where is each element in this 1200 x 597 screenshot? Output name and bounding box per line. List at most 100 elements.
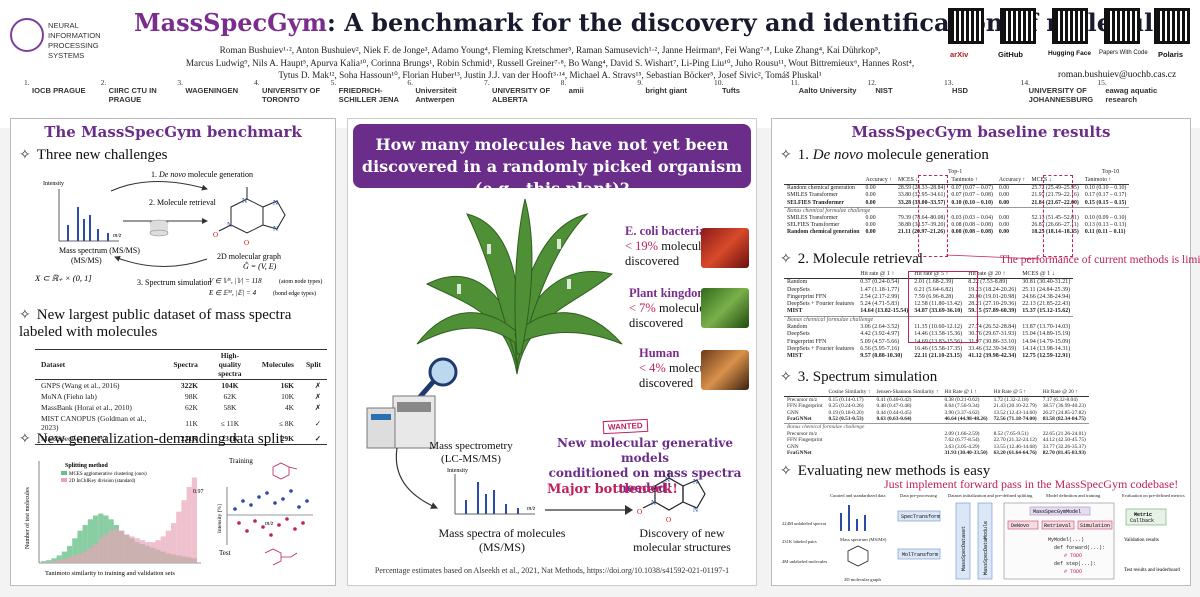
caffeine-molecule-mid: N N N N O O xyxy=(637,470,706,524)
table-cell: 8.22 (7.53-8.89) xyxy=(968,279,1008,286)
column-header: Hit Rate @ 1 ↑ xyxy=(944,389,977,395)
scatter-point xyxy=(241,499,245,503)
hit-rate-highlight-box xyxy=(908,271,978,343)
column-header: MCES @ 1 ↓ xyxy=(1022,271,1055,277)
hist-bar-inchikey xyxy=(77,553,83,563)
plant-image xyxy=(701,288,749,328)
table-cell: GNN xyxy=(787,443,799,450)
table-cell: 7.59 (6.96-8.28) xyxy=(914,293,954,300)
spectrum-math: X ⊂ ℝ₊ × (0, 1] xyxy=(34,273,92,283)
challenge-2-label: 2. Molecule retrieval xyxy=(149,198,217,207)
table-cell: 30.76 (29.67-31.93) xyxy=(968,331,1017,338)
polaris-label: Polaris xyxy=(1158,50,1184,59)
svg-text:N: N xyxy=(651,499,656,507)
table-cell: 0.63 (0.63-0.64) xyxy=(876,416,912,423)
table-header-row: Dataset Spectra High-quality spectra Mol… xyxy=(35,349,327,380)
hist-bar-mces xyxy=(41,561,47,563)
footnote: Percentage estimates based on Alseekh et… xyxy=(374,566,730,575)
table-cell: 0.00 xyxy=(998,229,1010,236)
accuracy-highlight-box xyxy=(918,175,948,257)
pipeline-diagram: Curated and standardized data Data pre-p… xyxy=(782,493,1185,582)
table-cell: 1.72 (1.32-2.18) xyxy=(993,396,1029,403)
column-header xyxy=(784,177,862,185)
scatter-point xyxy=(273,501,277,505)
test-molecule xyxy=(264,548,298,566)
hist-bar-mces xyxy=(77,530,83,563)
poster-header: NEURAL INFORMATION PROCESSING SYSTEMS Ma… xyxy=(0,0,1200,128)
authors-line: Tytus D. Mak¹², Soha Hassoun¹⁰, Florian … xyxy=(278,70,822,81)
scatter-similarity-value: 0.97 xyxy=(193,489,204,495)
hist-bar-inchikey xyxy=(165,530,171,563)
affiliation-logo: UNIVERSITY OF ALBERTA xyxy=(492,86,551,104)
hist-bar-inchikey xyxy=(87,547,93,563)
hist-bar-inchikey xyxy=(119,530,125,563)
table-cell: Random xyxy=(787,279,808,286)
table-cell: SELFIES Transformer xyxy=(787,199,844,206)
contact-email[interactable]: roman.bushuiev@uochb.cas.cz xyxy=(1058,70,1177,80)
metric-label: Metric xyxy=(1134,512,1152,518)
table-cell: 72.56 (71.18-74.00) xyxy=(993,416,1037,423)
stat-plant: Plant kingdom < 7% molecules discovered xyxy=(629,286,710,330)
table-cell: 14.69 (13.83-15.56) xyxy=(914,338,963,345)
table-cell xyxy=(826,444,874,451)
table-cell: Fingerprint FFN xyxy=(787,338,827,345)
huggingface-label: Hugging Face xyxy=(1048,50,1091,57)
table-cell: 231K xyxy=(221,434,239,443)
qr-code[interactable] xyxy=(1052,8,1088,44)
column-header: Cosine Similarity ↑ xyxy=(828,389,871,395)
table-cell: SMILES Transformer xyxy=(787,215,838,222)
scatter-point xyxy=(233,507,237,511)
hist-bar-inchikey xyxy=(93,544,99,563)
limited-performance-note: The performance of current methods is li… xyxy=(1000,254,1200,266)
table-cell xyxy=(826,431,874,438)
qr-code[interactable] xyxy=(948,8,984,44)
database-icon xyxy=(149,219,169,237)
table-cell: 0.00 xyxy=(865,222,876,229)
table-cell: 16K xyxy=(280,381,294,390)
table-cell: FFN Fingerprint xyxy=(787,403,823,410)
table-cell: 21.11 (20.97–21.26) xyxy=(898,229,946,236)
caffeine-molecule xyxy=(218,187,286,234)
hist-y-label: Number of test molecules xyxy=(24,487,31,549)
column-header: Jensen-Shannon Similarity ↑ xyxy=(876,389,939,395)
table-cell: 33.80 (32.95–34.61) xyxy=(898,192,946,199)
affiliation-number: 9. xyxy=(637,78,643,87)
table-cell: 0.07 (0.07 – 0.08) xyxy=(951,192,993,199)
table-cell: 9.57 (8.88-10.30) xyxy=(860,353,903,360)
affiliation-number: 15. xyxy=(1097,78,1107,87)
table-cell: ✗ xyxy=(314,381,321,390)
legend-item-inchikey: 2D InChIKey division (standard) xyxy=(69,479,136,484)
table-cell: 322K xyxy=(180,381,198,390)
qr-code[interactable] xyxy=(1104,8,1140,44)
section-heading: ✧Evaluating new methods is easy xyxy=(780,463,991,479)
scatter-point xyxy=(269,533,273,537)
table-cell: 0.07 (0.07 – 0.07) xyxy=(951,185,993,192)
svg-text:(bond edge types): (bond edge types) xyxy=(273,290,316,297)
affiliation-number: 12. xyxy=(867,78,877,87)
column-header: Tanimoto ↑ xyxy=(1084,177,1112,183)
table-cell: Precursor m/z xyxy=(787,430,818,437)
hist-bar-inchikey xyxy=(98,538,104,563)
table-cell: 26.87 (26.66–27.11) xyxy=(1031,222,1079,229)
affiliation-number: 2. xyxy=(100,78,107,87)
qr-code[interactable] xyxy=(1154,8,1190,44)
svg-text:N: N xyxy=(693,478,698,486)
affiliation-number: 14. xyxy=(1020,78,1031,87)
hist-bar-mces xyxy=(61,551,67,563)
authors-line: Marcus Ludwig⁹, Nils A. Haupt⁵, Apurva K… xyxy=(185,57,915,68)
qr-code[interactable] xyxy=(1000,8,1036,44)
table-cell: 33.28 (33.00–33.57) xyxy=(898,199,946,206)
column-header: Accuracy ↑ xyxy=(865,177,893,183)
benchmark-panel: The MassSpecGym benchmark ✧Three new cha… xyxy=(10,118,336,586)
pipe-stage-label: Evaluation on pre-defined metrics xyxy=(1122,493,1185,498)
datamodule-label: MassSpecDataModule xyxy=(983,521,989,575)
column-header xyxy=(784,389,826,396)
model-box xyxy=(1003,502,1115,580)
